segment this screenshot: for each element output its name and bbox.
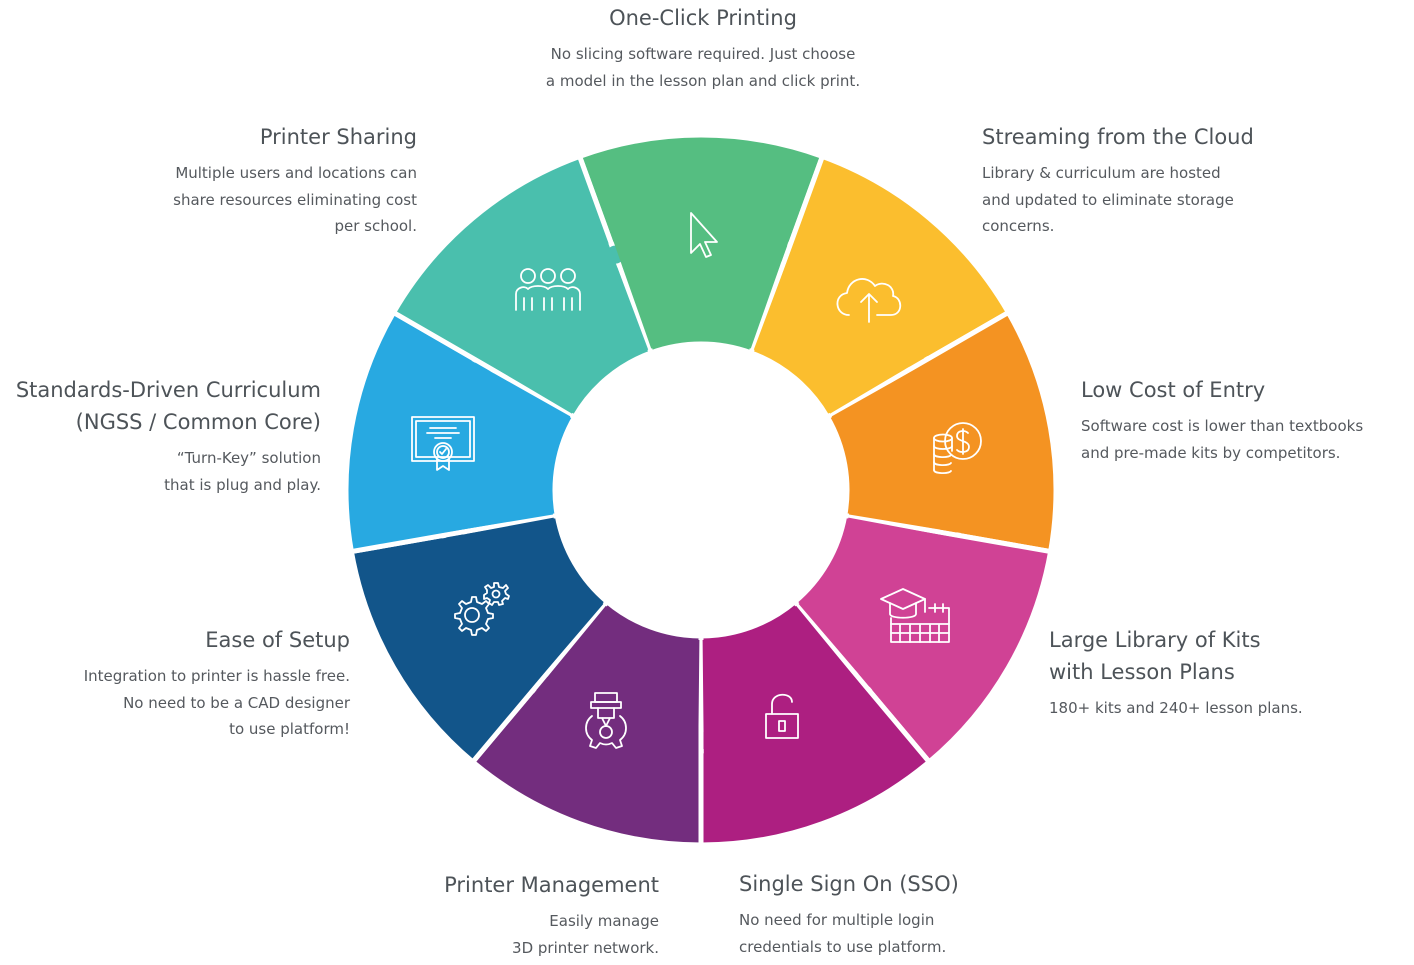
description-line: Integration to printer is hassle free.: [83, 667, 350, 685]
feature-title: One-Click Printing: [609, 6, 797, 30]
feature-title: Standards-Driven Curriculum (NGSS / Comm…: [16, 374, 321, 438]
coins-dollar-icon: [933, 422, 982, 475]
description-line: share resources eliminating cost: [173, 190, 417, 209]
description-line: Software cost is lower than textbooks: [1081, 417, 1364, 435]
feature-description: 180+ kits and 240+ lesson plans.: [1049, 695, 1303, 722]
description-line: Library & curriculum are hosted: [982, 164, 1221, 182]
description-line: 180+ kits and 240+ lesson plans.: [1049, 699, 1303, 717]
feature-title: Ease of Setup: [205, 628, 350, 652]
description-line: per school.: [334, 217, 417, 235]
feature-title: Streaming from the Cloud: [982, 125, 1254, 149]
gears-icon: [454, 582, 510, 636]
description-line: Multiple users and locations can: [175, 164, 417, 182]
description-line: and updated to eliminate storage: [982, 190, 1234, 209]
description-line: credentials to use platform.: [739, 937, 947, 956]
feature-title: Low Cost of Entry: [1081, 378, 1266, 402]
description-line: “Turn-Key” solution: [176, 449, 321, 467]
feature-single-sign-on: Single Sign On (SSO) No need for multipl…: [739, 868, 959, 960]
title-line: Standards-Driven Curriculum: [15, 378, 321, 402]
description-line: a model in the lesson plan and click pri…: [545, 71, 861, 90]
title-line: with Lesson Plans: [1049, 660, 1235, 684]
wheel-segment-fill-sso: [702, 605, 924, 841]
feature-printer-management: Printer Management Easily manage 3D prin…: [444, 869, 659, 961]
wheel-center: [556, 345, 846, 635]
cloud-upload-icon: [836, 278, 902, 323]
description-line: concerns.: [982, 217, 1055, 235]
feature-description: Software cost is lower than textbooks an…: [1081, 413, 1363, 466]
wheel-segment-fill-library: [798, 517, 1046, 757]
wheel-segment-fill-management: [478, 605, 700, 841]
unlocked-padlock-icon: [765, 693, 799, 739]
feature-description: Library & curriculum are hosted and upda…: [982, 160, 1254, 240]
description-line: No slicing software required. Just choos…: [550, 45, 856, 63]
feature-printer-sharing: Printer Sharing Multiple users and locat…: [173, 121, 417, 240]
description-line: No need to be a CAD designer: [123, 693, 350, 712]
feature-description: Multiple users and locations can share r…: [173, 160, 417, 240]
printer-nozzle-gear-icon: [585, 692, 627, 749]
cursor-icon: [690, 212, 718, 258]
description-line: to use platform!: [229, 720, 350, 738]
feature-title: Single Sign On (SSO): [739, 872, 959, 896]
feature-title: Large Library of Kits with Lesson Plans: [1049, 624, 1303, 688]
wheel-segment-fill-setup: [356, 517, 604, 757]
title-line: (NGSS / Common Core): [75, 410, 321, 434]
feature-low-cost-of-entry: Low Cost of Entry Software cost is lower…: [1081, 374, 1363, 466]
feature-description: Easily manage 3D printer network.: [444, 908, 659, 961]
wheel-segment-fill-cost: [831, 317, 1053, 548]
feature-title: Printer Management: [444, 873, 659, 897]
description-line: that is plug and play.: [164, 475, 321, 494]
wheel-segment-fill-standards: [349, 317, 571, 548]
description-line: Easily manage: [549, 912, 659, 930]
certificate-icon: [411, 416, 475, 471]
feature-one-click-printing: One-Click Printing No slicing software r…: [520, 2, 886, 94]
feature-standards-driven-curriculum: Standards-Driven Curriculum (NGSS / Comm…: [16, 374, 321, 498]
feature-streaming-from-cloud: Streaming from the Cloud Library & curri…: [982, 121, 1254, 240]
wheel-segment-fill-cloud: [753, 161, 1004, 414]
feature-ease-of-setup: Ease of Setup Integration to printer is …: [84, 624, 350, 743]
title-line: Large Library of Kits: [1049, 628, 1261, 652]
feature-description: No slicing software required. Just choos…: [520, 41, 886, 94]
feature-title: Printer Sharing: [259, 125, 417, 149]
feature-description: Integration to printer is hassle free. N…: [84, 663, 350, 743]
feature-description: No need for multiple login credentials t…: [739, 907, 959, 960]
feature-large-library-of-kits: Large Library of Kits with Lesson Plans …: [1049, 624, 1303, 722]
graduation-calendar-icon: [880, 588, 950, 643]
description-line: 3D printer network.: [512, 938, 659, 957]
feature-description: “Turn-Key” solution that is plug and pla…: [16, 445, 321, 498]
users-group-icon: [515, 268, 581, 311]
description-line: and pre-made kits by competitors.: [1081, 443, 1341, 462]
description-line: No need for multiple login: [739, 911, 935, 929]
wheel-segment-fill-one-click: [584, 138, 818, 349]
